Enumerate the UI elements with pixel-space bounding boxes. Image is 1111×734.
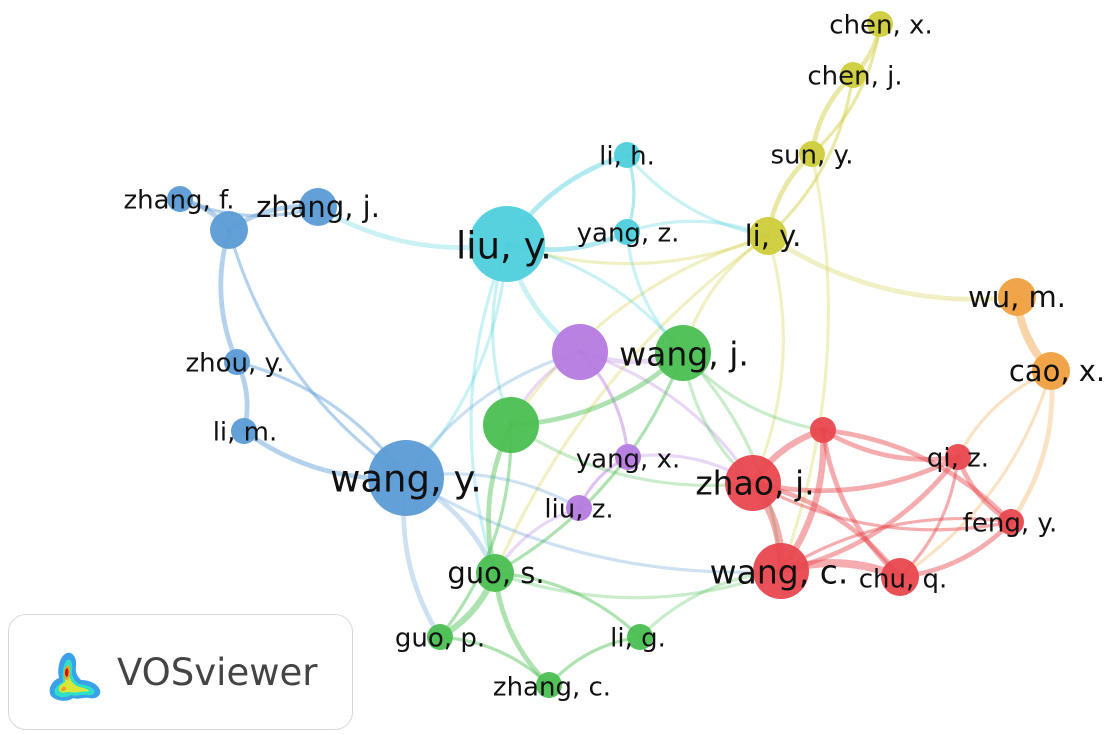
label-sun_y: sun, y. — [771, 141, 854, 171]
label-zhang_f: zhang, f. — [123, 186, 234, 216]
node-chu_q[interactable] — [881, 558, 919, 596]
node-chen_x[interactable] — [867, 11, 893, 37]
node-li_h[interactable] — [614, 142, 640, 168]
node-zhang_j[interactable] — [299, 188, 337, 226]
edge-wang_j-wang_c — [681, 351, 783, 573]
label-wang_c: wang, c. — [710, 553, 849, 592]
label-chu_q: chu, q. — [859, 565, 948, 595]
edge-chen_j-li_y — [766, 73, 855, 238]
node-feng_y[interactable] — [998, 509, 1024, 535]
node-layer — [167, 11, 1070, 698]
node-wu_m[interactable] — [998, 278, 1036, 316]
edge-guo_s-li_g — [493, 571, 642, 639]
label-li_y: li, y. — [745, 219, 802, 253]
edge-cao_x-chu_q — [898, 369, 1053, 579]
label-feng_y: feng, y. — [963, 509, 1058, 539]
edge-chen_x-sun_y — [810, 22, 882, 156]
node-blue_hub[interactable] — [210, 211, 248, 249]
vosviewer-heatmap-icon — [49, 652, 101, 701]
edge-red_hub-qi_z — [820, 427, 961, 462]
edge-li_y-zhao_j — [751, 234, 785, 485]
edge-cao_x-feng_y — [1008, 368, 1055, 525]
label-cao_x: cao, x. — [1009, 354, 1105, 388]
label-li_m: li, m. — [213, 418, 278, 448]
label-liu_y: liu, y. — [456, 225, 552, 268]
edge-li_y-wu_m — [765, 233, 1020, 302]
vosviewer-logo-box: VOSviewer — [8, 614, 353, 730]
label-wang_j: wang, j. — [619, 335, 749, 374]
label-yang_x: yang, x. — [576, 445, 680, 475]
label-zhou_y: zhou, y. — [186, 349, 285, 379]
node-wang_j[interactable] — [655, 325, 711, 381]
node-wang_c[interactable] — [753, 543, 809, 599]
label-zhang_c: zhang, c. — [493, 673, 611, 703]
label-wu_m: wu, m. — [968, 280, 1066, 314]
node-zhao_j[interactable] — [725, 455, 781, 511]
edge-wang_j-guo_s — [493, 351, 685, 575]
node-yang_z[interactable] — [614, 219, 640, 245]
edge-li_y-guo_s — [493, 234, 770, 575]
node-li_m[interactable] — [231, 418, 257, 444]
label-zhao_j: zhao, j. — [695, 464, 814, 503]
edge-wang_c-feng_y — [779, 516, 1013, 573]
label-chen_x: chen, x. — [829, 11, 932, 41]
label-liu_z: liu, z. — [544, 495, 613, 525]
edge-zhao_j-feng_y — [751, 481, 1013, 532]
label-chen_j: chen, j. — [807, 62, 902, 92]
node-purple_hub[interactable] — [552, 324, 608, 380]
edge-red_hub-chu_q — [820, 427, 903, 580]
node-cao_x[interactable] — [1032, 352, 1070, 390]
node-chen_j[interactable] — [840, 62, 866, 88]
edge-green_hub-zhao_j — [509, 423, 755, 488]
edge-sun_y-wang_c — [779, 152, 831, 573]
node-zhou_y[interactable] — [224, 349, 250, 375]
edge-guo_p-zhang_c — [438, 635, 551, 687]
edge-li_y-green_hub — [509, 234, 770, 427]
node-yang_x[interactable] — [615, 444, 641, 470]
node-guo_s[interactable] — [476, 554, 514, 592]
edge-liu_y-guo_s — [469, 242, 509, 575]
node-li_g[interactable] — [627, 624, 653, 650]
edge-blue_hub-wang_y — [227, 228, 408, 480]
node-liu_z[interactable] — [566, 495, 592, 521]
node-green_hub[interactable] — [483, 397, 539, 453]
node-red_hub[interactable] — [810, 417, 836, 443]
node-qi_z[interactable] — [945, 444, 971, 470]
label-layer: chen, x. chen, j. sun, y. li, y. li, h. yang,… — [123, 11, 1105, 703]
node-liu_y[interactable] — [469, 206, 545, 282]
label-guo_p: guo, p. — [395, 624, 485, 654]
node-zhang_c[interactable] — [536, 672, 562, 698]
label-qi_z: qi, z. — [927, 444, 989, 474]
node-zhang_f[interactable] — [167, 186, 193, 212]
edge-red_hub-feng_y — [820, 427, 1014, 525]
edge-wang_y-wang_c — [404, 476, 783, 574]
label-zhang_j: zhang, j. — [256, 190, 380, 224]
node-guo_p[interactable] — [427, 624, 453, 650]
label-guo_s: guo, s. — [447, 556, 544, 590]
node-sun_y[interactable] — [799, 141, 825, 167]
edge-li_h-li_y — [625, 153, 770, 238]
node-wang_y[interactable] — [368, 440, 444, 516]
label-wang_y: wang, y. — [330, 458, 482, 501]
edge-guo_s-wang_c — [493, 569, 783, 600]
label-li_h: li, h. — [599, 142, 655, 172]
edge-purple_hub-zhao_j — [578, 350, 755, 485]
label-li_g: li, g. — [610, 624, 666, 654]
vosviewer-brand-name: VOSviewer — [117, 650, 318, 694]
node-li_y[interactable] — [749, 217, 787, 255]
label-yang_z: yang, z. — [577, 219, 680, 249]
edge-green_hub-guo_p — [438, 423, 513, 639]
